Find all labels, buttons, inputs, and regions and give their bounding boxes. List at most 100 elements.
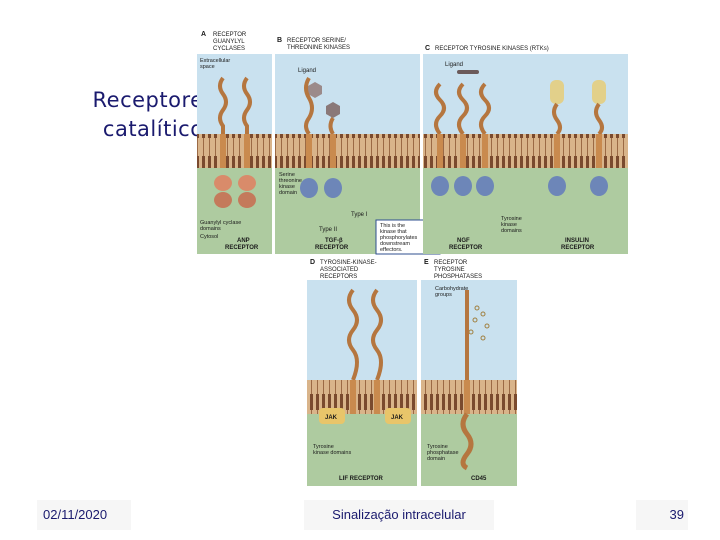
panel-a-header-1: RECEPTOR [213,32,247,38]
panel-a-header-2: GUANYLYL [213,39,245,45]
ins-domain-right [590,176,608,196]
callout-line1: This is the [380,223,405,229]
panel-c-ligand: Ligand [445,62,463,68]
ins-chains [552,102,604,136]
panel-a-domains-1: Guanylyl cyclase [200,220,241,226]
panel-c: C RECEPTOR TYROSINE KINASES (RTKs) Ligan… [423,45,628,254]
panel-d-header-2: ASSOCIATED [320,267,359,273]
anp-domain-left-2 [214,192,232,208]
panel-e-letter: E [424,259,429,266]
panel-c-membrane [423,134,628,168]
ngf-chain-1 [434,82,446,136]
panel-a-extracellular-2: space [200,64,215,70]
panel-e-ptp-3: domain [427,456,445,462]
panel-e: E RECEPTOR TYROSINE PHOSPHATASES Carbohy… [421,259,517,486]
ins-alpha-left [550,80,564,104]
slide-title: Receptores catalíticos [40,86,215,144]
ngf-domain-1 [431,176,449,196]
panel-b-kinase-4: domain [279,190,297,196]
ngf-ligand [457,70,479,74]
panel-b-type2: Type II [319,227,337,233]
panel-a-extracellular [197,54,272,134]
panel-e-ptp-2: phosphatase [427,450,459,456]
panel-c-ngf-1: NGF [457,238,470,244]
ins-alpha-right [592,80,606,104]
panel-a-cytosol-label: Cytosol [200,234,218,240]
panel-b-receptor-1: TGF-β [325,238,343,244]
lif-chain-right [371,288,383,381]
panel-b-ligand: Ligand [298,68,316,74]
lif-chain-left [347,288,359,381]
jak-left [319,408,345,424]
panel-c-ins-1: INSULIN [565,238,589,244]
panel-e-ptp-1: Tyrosine [427,444,448,450]
ngf-chain-2 [457,82,469,136]
footer-date: 02/11/2020 [37,500,131,530]
panel-e-carb-1: Carbohydrate [435,286,468,292]
panel-a-receptor-1: ANP [237,238,250,244]
ins-tm [554,134,602,168]
panel-b-header-2: THREONINE KINASES [287,45,350,51]
tgf-ligand [308,82,322,98]
panel-d-receptor: LIF RECEPTOR [339,476,384,482]
panel-a-domains-2: domains [200,226,221,232]
panel-a-header-3: CYCLASES [213,46,245,52]
callout-line3: phosphorylates [380,235,418,241]
anp-domain-right-1 [238,175,256,191]
anp-domain-left-1 [214,175,232,191]
slide-title-line1: Receptores [92,88,215,112]
lif-tm [350,380,380,414]
ngf-tm [437,134,488,168]
panel-e-header-2: TYROSINE [434,267,465,273]
carbohydrate-groups [468,305,490,341]
panel-b-kinase-2: threonine [279,178,302,184]
panel-a-extracellular-1: Extracellular [200,58,230,64]
ngf-domain-2 [454,176,472,196]
tgf-chain-right [328,116,335,136]
panel-a-letter: A [201,31,206,38]
panel-b-extracellular [275,54,420,134]
panel-b-type1: Type I [351,212,368,218]
cd45-phosphatase [460,412,474,471]
footer-subject: Sinalização intracelular [304,500,494,530]
ngf-domain-3 [476,176,494,196]
jak-right [385,408,411,424]
anp-domain-right-2 [238,192,256,208]
panel-c-tk-1: Tyrosine [501,216,522,222]
panel-c-letter: C [425,45,430,52]
panel-d-extracellular [307,280,417,380]
tgf-chain-left [304,76,314,136]
panel-c-header: RECEPTOR TYROSINE KINASES (RTKs) [435,46,549,52]
ngf-chain-3 [479,82,491,136]
panel-d-header-3: RECEPTORS [320,274,357,280]
ins-domain-left [548,176,566,196]
panel-b-letter: B [277,37,282,44]
panel-d-header-1: TYROSINE-KINASE- [320,260,377,266]
panel-e-carb-2: groups [435,292,452,298]
footer-page-number: 39 [636,500,688,530]
panel-a-cytosol [197,168,272,254]
slide-title-line2: catalíticos [102,117,215,141]
tgf-kinase-right [324,178,342,198]
jak-right-label: JAK [391,415,404,421]
anp-chain-right [242,76,252,134]
panel-c-ins-2: RECEPTOR [561,245,595,251]
panel-c-tk-2: kinase [501,222,517,228]
panel-e-receptor: CD45 [471,476,487,482]
panel-d: D TYROSINE-KINASE- ASSOCIATED RECEPTORS … [307,259,417,486]
panel-a-receptor-2: RECEPTOR [225,245,259,251]
panel-e-header-1: RECEPTOR [434,260,468,266]
panel-d-letter: D [310,259,315,266]
callout-line2: kinase that [380,229,407,235]
jak-left-label: JAK [325,415,338,421]
panel-d-cytosol [307,414,417,486]
panel-a-membrane [197,134,272,168]
tgf-kinase-left [300,178,318,198]
panel-b-receptor-2: RECEPTOR [315,245,349,251]
panel-b-membrane [275,134,420,168]
panel-c-tk-3: domains [501,228,522,234]
panel-b-kinase-1: Serine [279,172,295,178]
callout-line5: effectors. [380,247,403,253]
anp-chain-left [218,76,228,134]
callout-line4: downstream [380,241,410,247]
